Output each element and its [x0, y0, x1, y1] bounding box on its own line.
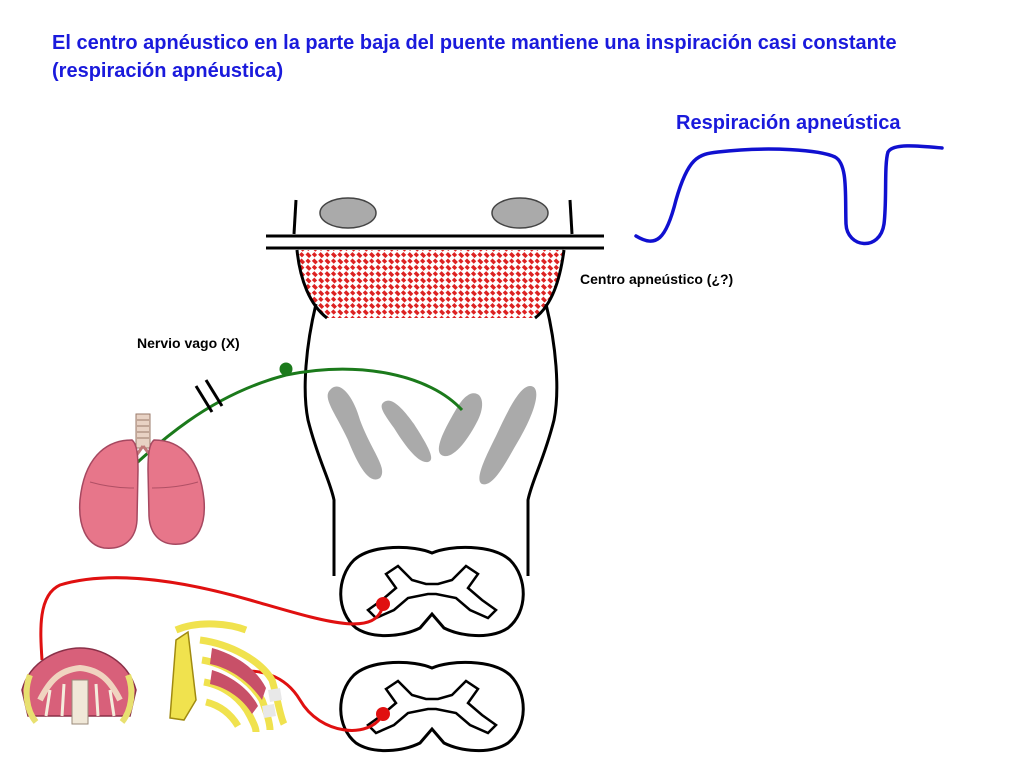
respiratory-nucleus-left-inner	[381, 400, 432, 463]
apneustic-center-region	[297, 250, 564, 318]
vagus-nerve-cut-mark-1	[194, 385, 214, 413]
phrenic-nerve	[39, 576, 385, 661]
intercostal-nerve	[231, 669, 385, 732]
vagus-nerve-label: Nervio vago (X)	[137, 335, 240, 351]
rib-cage-icon	[169, 620, 288, 733]
respiratory-nucleus-left-outer	[327, 386, 383, 480]
vagus-nerve-terminal	[279, 362, 293, 376]
medulla	[303, 303, 559, 576]
spinal-cord-section-upper	[339, 545, 525, 638]
pontine-nucleus-right	[491, 197, 549, 229]
upper-pons	[266, 197, 604, 250]
spinal-cord-section-lower	[339, 660, 525, 753]
lungs-icon	[78, 413, 206, 549]
apneustic-center-label: Centro apneústico (¿?)	[580, 271, 734, 287]
respiratory-nucleus-right-inner	[438, 393, 483, 457]
pontine-nucleus-left	[319, 197, 377, 229]
vagus-nerve-cut-mark-2	[204, 379, 224, 407]
respiratory-nucleus-right-outer	[479, 386, 537, 485]
slide-title: El centro apnéustico en la parte baja de…	[52, 32, 897, 82]
apneustic-breathing-curve	[634, 144, 944, 246]
breathing-curve-title: Respiración apneústica	[676, 112, 901, 134]
diaphragm-icon	[21, 647, 137, 725]
